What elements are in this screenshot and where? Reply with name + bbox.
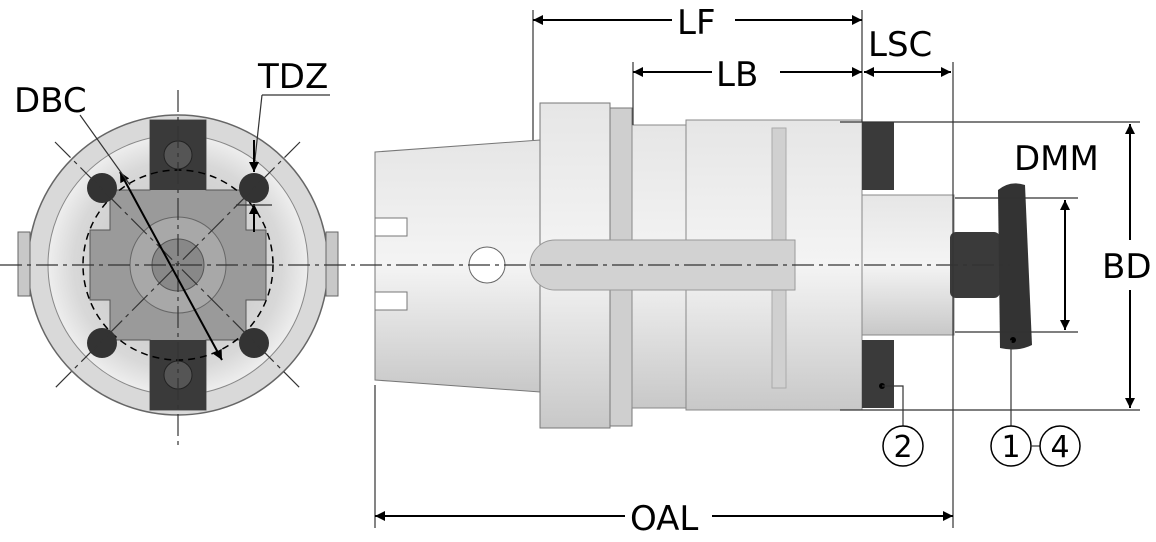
svg-text:4: 4	[1050, 430, 1069, 465]
svg-text:2: 2	[893, 430, 912, 465]
tdz-label: TDZ	[257, 57, 328, 97]
front-view: DBC TDZ	[14, 57, 339, 450]
oal-label: OAL	[630, 499, 698, 539]
dbc-dimension	[119, 171, 223, 361]
clamp-block	[862, 122, 894, 190]
side-view	[0, 102, 1032, 429]
lb-label: LB	[716, 55, 758, 95]
callouts: 2 1 4	[882, 340, 1081, 467]
callout-4	[1039, 425, 1081, 467]
dimensions: LF LB LSC DMM BD OAL	[374, 3, 1152, 539]
bd-label: BD	[1102, 247, 1152, 287]
lsc-label: LSC	[868, 25, 932, 65]
bolt-hole	[239, 328, 269, 358]
svg-text:1: 1	[1001, 430, 1020, 465]
callout-2	[882, 425, 924, 467]
clamp-block	[862, 340, 894, 408]
dmm-label: DMM	[1014, 139, 1099, 179]
bolt-hole	[87, 328, 117, 358]
cutter	[998, 183, 1032, 350]
taper-shank	[374, 139, 541, 393]
key-slot	[325, 231, 339, 297]
bolt-hole	[87, 173, 117, 203]
lf-label: LF	[677, 3, 716, 43]
dbc-label: DBC	[14, 81, 87, 121]
key-slot	[17, 231, 31, 297]
